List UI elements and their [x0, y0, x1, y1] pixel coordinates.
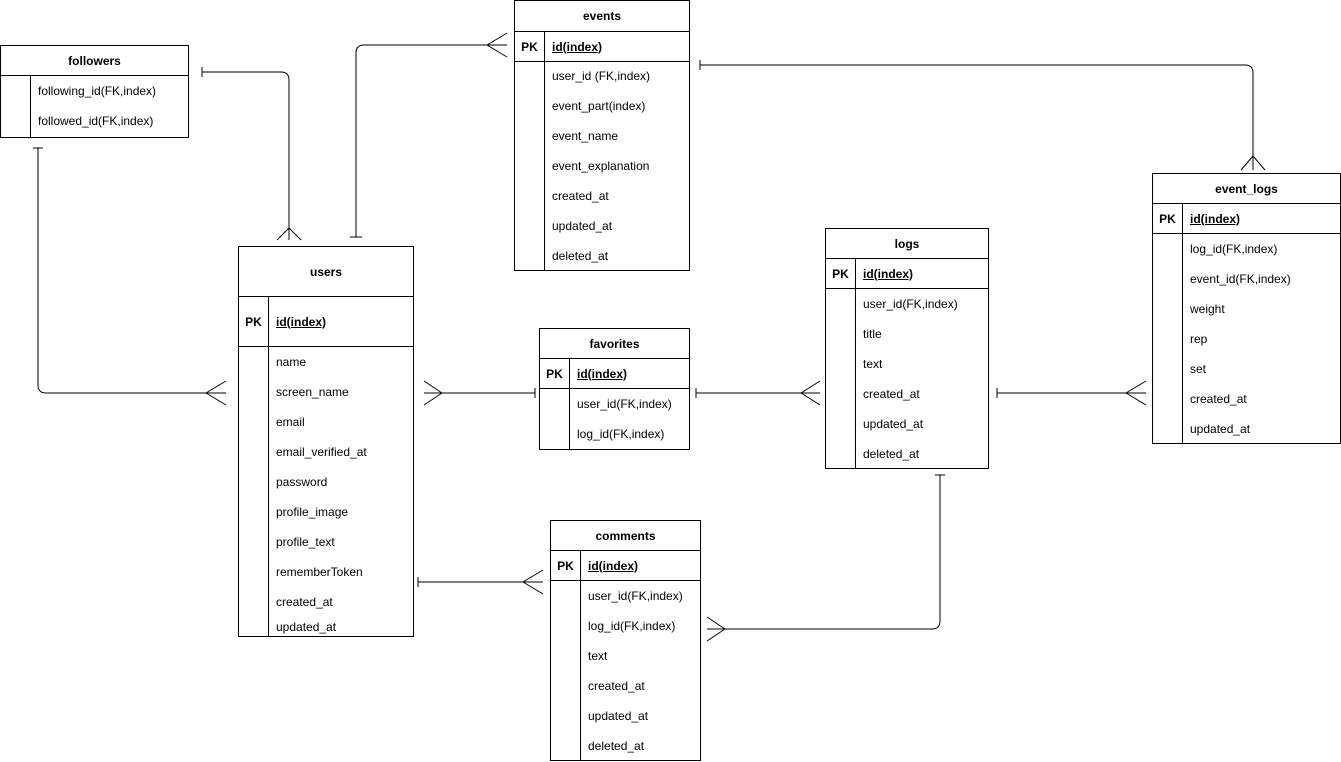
relation-followers-users [33, 147, 227, 406]
comments-pk-row: PK id(index) [551, 551, 700, 581]
event-logs-fields: log_id(FK,index) event_id(FK,index) weig… [1153, 234, 1340, 443]
favorites-pk-row: PK id(index) [540, 359, 689, 389]
users-fields: name screen_name email email_verified_at… [239, 347, 413, 636]
comments-field: user_id(FK,index) [588, 589, 683, 603]
comments-pk-field: id(index) [588, 558, 638, 573]
relation-users-favorites [423, 380, 536, 406]
comments-fields: user_id(FK,index) log_id(FK,index) text … [551, 581, 700, 760]
favorites-fields: user_id(FK,index) log_id(FK,index) [540, 389, 689, 449]
followers-table: followers following_id(FK,index) followe… [0, 45, 189, 138]
event-logs-field: set [1190, 362, 1207, 376]
comments-field: created_at [588, 679, 645, 693]
users-field: profile_image [276, 505, 349, 519]
logs-field: title [863, 327, 882, 341]
relation-logs-comments [706, 474, 945, 642]
users-field: name [276, 355, 307, 369]
events-field: event_name [552, 129, 619, 143]
logs-field: deleted_at [863, 447, 920, 461]
favorites-field: log_id(FK,index) [577, 427, 665, 441]
logs-field: user_id(FK,index) [863, 297, 958, 311]
users-pk-field: id(index) [276, 314, 326, 329]
events-table: events PK id(index) user_id (FK,index) e… [514, 0, 690, 271]
event-logs-pk-row: PK id(index) [1153, 204, 1340, 234]
comments-table: comments PK id(index) user_id(FK,index) … [550, 520, 701, 761]
logs-field: created_at [863, 387, 920, 401]
events-field: deleted_at [552, 249, 609, 263]
pk-label: PK [551, 551, 581, 580]
users-field: screen_name [276, 385, 349, 399]
users-pk-row: PK id(index) [239, 297, 413, 347]
users-field: password [276, 475, 328, 489]
comments-field: text [588, 649, 608, 663]
users-field: email_verified_at [276, 445, 367, 459]
comments-field: log_id(FK,index) [588, 619, 676, 633]
logs-pk-row: PK id(index) [826, 259, 988, 289]
events-pk-row: PK id(index) [515, 32, 689, 62]
pk-label: PK [1153, 204, 1183, 233]
event-logs-field: created_at [1190, 392, 1247, 406]
logs-pk-field: id(index) [863, 266, 913, 281]
events-field: event_part(index) [552, 99, 646, 113]
relation-users-events [350, 32, 508, 238]
followers-field: followed_id(FK,index) [38, 114, 154, 128]
favorites-title: favorites [540, 329, 689, 359]
pk-label: PK [515, 32, 545, 61]
event-logs-title: event_logs [1153, 174, 1340, 204]
pk-label: PK [540, 359, 570, 388]
logs-field: text [863, 357, 883, 371]
comments-field: updated_at [588, 709, 649, 723]
event-logs-field: log_id(FK,index) [1190, 242, 1278, 256]
users-field: email [276, 415, 305, 429]
logs-field: updated_at [863, 417, 924, 431]
logs-title: logs [826, 229, 988, 259]
followers-fields: following_id(FK,index) followed_id(FK,in… [1, 76, 188, 137]
users-field: profile_text [276, 535, 335, 549]
favorites-field: user_id(FK,index) [577, 397, 672, 411]
users-table: users PK id(index) name screen_name emai… [238, 246, 414, 637]
events-field: event_explanation [552, 159, 650, 173]
favorites-pk-field: id(index) [577, 366, 627, 381]
users-title: users [239, 247, 413, 297]
comments-title: comments [551, 521, 700, 551]
pk-label: PK [826, 259, 856, 288]
users-field: updated_at [276, 620, 337, 634]
comments-field: deleted_at [588, 739, 645, 753]
relation-users-followers [201, 67, 302, 241]
event-logs-pk-field: id(index) [1190, 211, 1240, 226]
event-logs-field: updated_at [1190, 422, 1251, 436]
pk-label: PK [239, 297, 269, 346]
logs-table: logs PK id(index) user_id(FK,index) titl… [825, 228, 989, 469]
events-pk-field: id(index) [552, 39, 602, 54]
events-fields: user_id (FK,index) event_part(index) eve… [515, 62, 689, 270]
events-field: created_at [552, 189, 609, 203]
events-field: updated_at [552, 219, 613, 233]
users-field: rememberToken [276, 565, 363, 579]
relation-events-eventlogs [699, 60, 1266, 171]
event-logs-field: weight [1190, 302, 1225, 316]
event-logs-field: rep [1190, 332, 1208, 346]
relation-users-comments [417, 569, 544, 595]
followers-field: following_id(FK,index) [38, 84, 157, 98]
events-title: events [515, 1, 689, 32]
followers-title: followers [1, 46, 188, 76]
users-field: created_at [276, 595, 333, 609]
events-field: user_id (FK,index) [552, 69, 651, 83]
relation-favorites-logs [695, 380, 821, 406]
favorites-table: favorites PK id(index) user_id(FK,index)… [539, 328, 690, 450]
event-logs-table: event_logs PK id(index) log_id(FK,index)… [1152, 173, 1341, 444]
logs-fields: user_id(FK,index) title text created_at … [826, 289, 988, 468]
relation-logs-eventlogs [996, 380, 1147, 406]
event-logs-field: event_id(FK,index) [1190, 272, 1291, 286]
